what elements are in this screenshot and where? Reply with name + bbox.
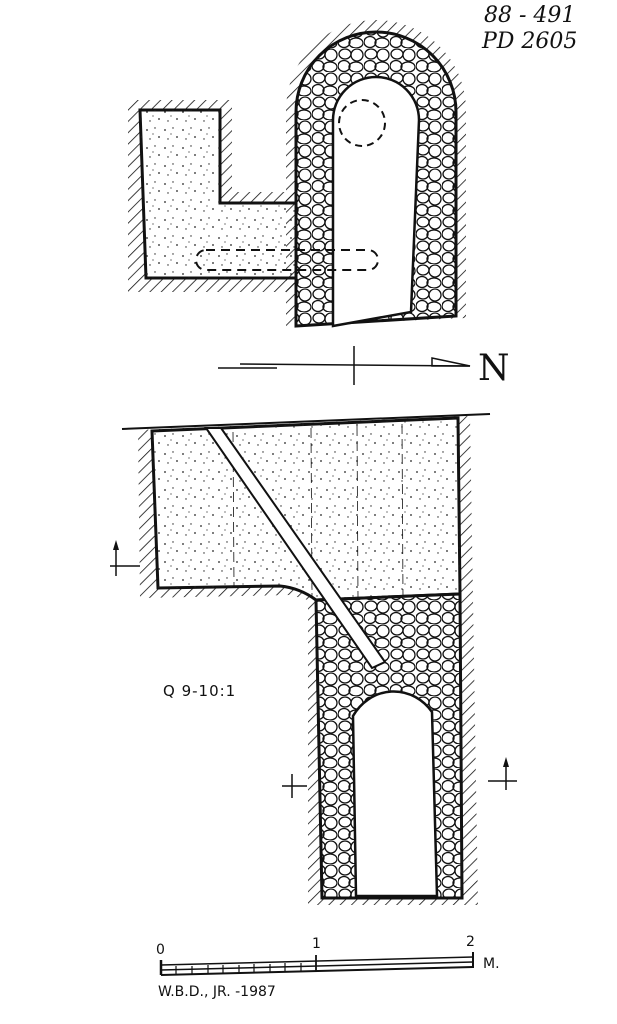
scale-tick-1: 1 — [312, 936, 321, 952]
drafter-credit: W.B.D., JR. -1987 — [158, 984, 276, 1000]
section-label: Q 9-10:1 — [163, 682, 236, 700]
scale-bar — [159, 952, 474, 976]
north-label: N — [478, 348, 510, 389]
drawing-number: PD 2605 — [481, 29, 577, 54]
catalog-number: 88 - 491 — [484, 3, 575, 28]
plan-view — [128, 20, 466, 328]
scale-tick-2: 2 — [466, 934, 475, 950]
scale-tick-0: 0 — [156, 942, 165, 958]
scale-unit: M. — [483, 956, 500, 972]
section-view — [110, 413, 517, 905]
north-arrow: N — [218, 346, 510, 389]
